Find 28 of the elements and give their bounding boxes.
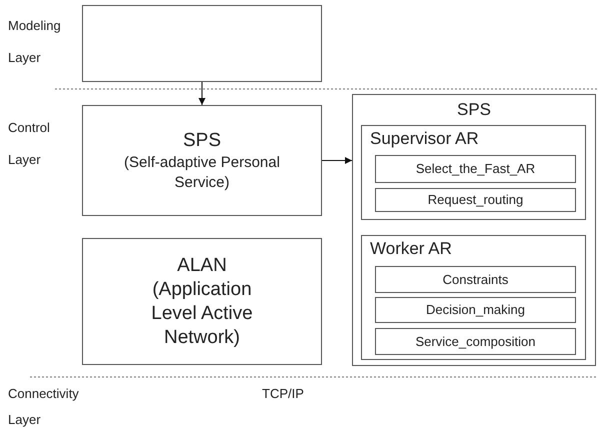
process-box [375, 328, 576, 355]
box-label: SPS [182, 128, 222, 152]
process-box [375, 266, 576, 293]
process-box [82, 105, 322, 216]
box-heading: SPS [456, 99, 492, 121]
container-box [361, 125, 586, 220]
arrow [322, 157, 352, 164]
container-box [352, 94, 596, 366]
layer-label: Control Layer [8, 119, 51, 169]
process-box [82, 238, 322, 365]
layer-label: Connectivity Layer [8, 385, 80, 429]
process-box [82, 5, 322, 82]
layer-label: Modeling Layer [8, 17, 62, 67]
box-label: Service_composition [416, 334, 536, 350]
box-label: Select_the_Fast_AR [416, 161, 536, 177]
arrow [198, 82, 206, 106]
box-label: Decision_making [426, 302, 525, 318]
box-label: Request_routing [428, 192, 524, 208]
box-heading: Supervisor AR [370, 128, 479, 150]
box-label: ALAN (Application Level Active Network) [150, 254, 254, 350]
box-label: Constraints [442, 272, 508, 288]
container-box [361, 235, 586, 360]
process-box [375, 155, 576, 183]
process-box [375, 188, 576, 212]
process-box [375, 297, 576, 323]
box-heading: Worker AR [370, 238, 452, 260]
layer-label: TCP/IP [262, 385, 305, 403]
box-label: (Self-adaptive Personal Service) [123, 152, 281, 192]
